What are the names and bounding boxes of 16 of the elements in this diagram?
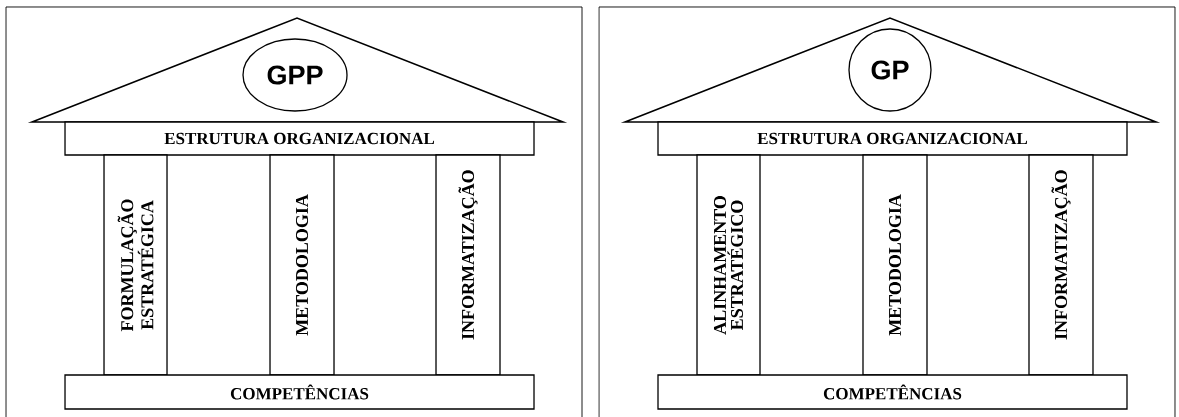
- beam-box: ESTRUTURA ORGANIZACIONAL: [657, 121, 1128, 156]
- beam-box: ESTRUTURA ORGANIZACIONAL: [64, 121, 535, 156]
- base-box: COMPETÊNCIAS: [64, 374, 535, 410]
- column-box: [269, 154, 335, 376]
- column-label: METODOLOGIA: [888, 194, 902, 336]
- column-label: FORMULAÇÃO ESTRATÉGICA: [117, 199, 154, 332]
- column-label: INFORMATIZAÇÃO: [458, 170, 478, 340]
- column-box: [435, 154, 501, 376]
- column-box: [1028, 154, 1094, 376]
- column-label: METODOLOGIA: [295, 194, 309, 336]
- column-label: INFORMATIZAÇÃO: [1051, 170, 1071, 340]
- column-box: [696, 154, 761, 376]
- column-box: [862, 154, 928, 376]
- base-box: COMPETÊNCIAS: [657, 374, 1128, 410]
- column-label: ALINHAMENTO ESTRATÉGICO: [713, 196, 744, 335]
- column-box: [103, 154, 168, 376]
